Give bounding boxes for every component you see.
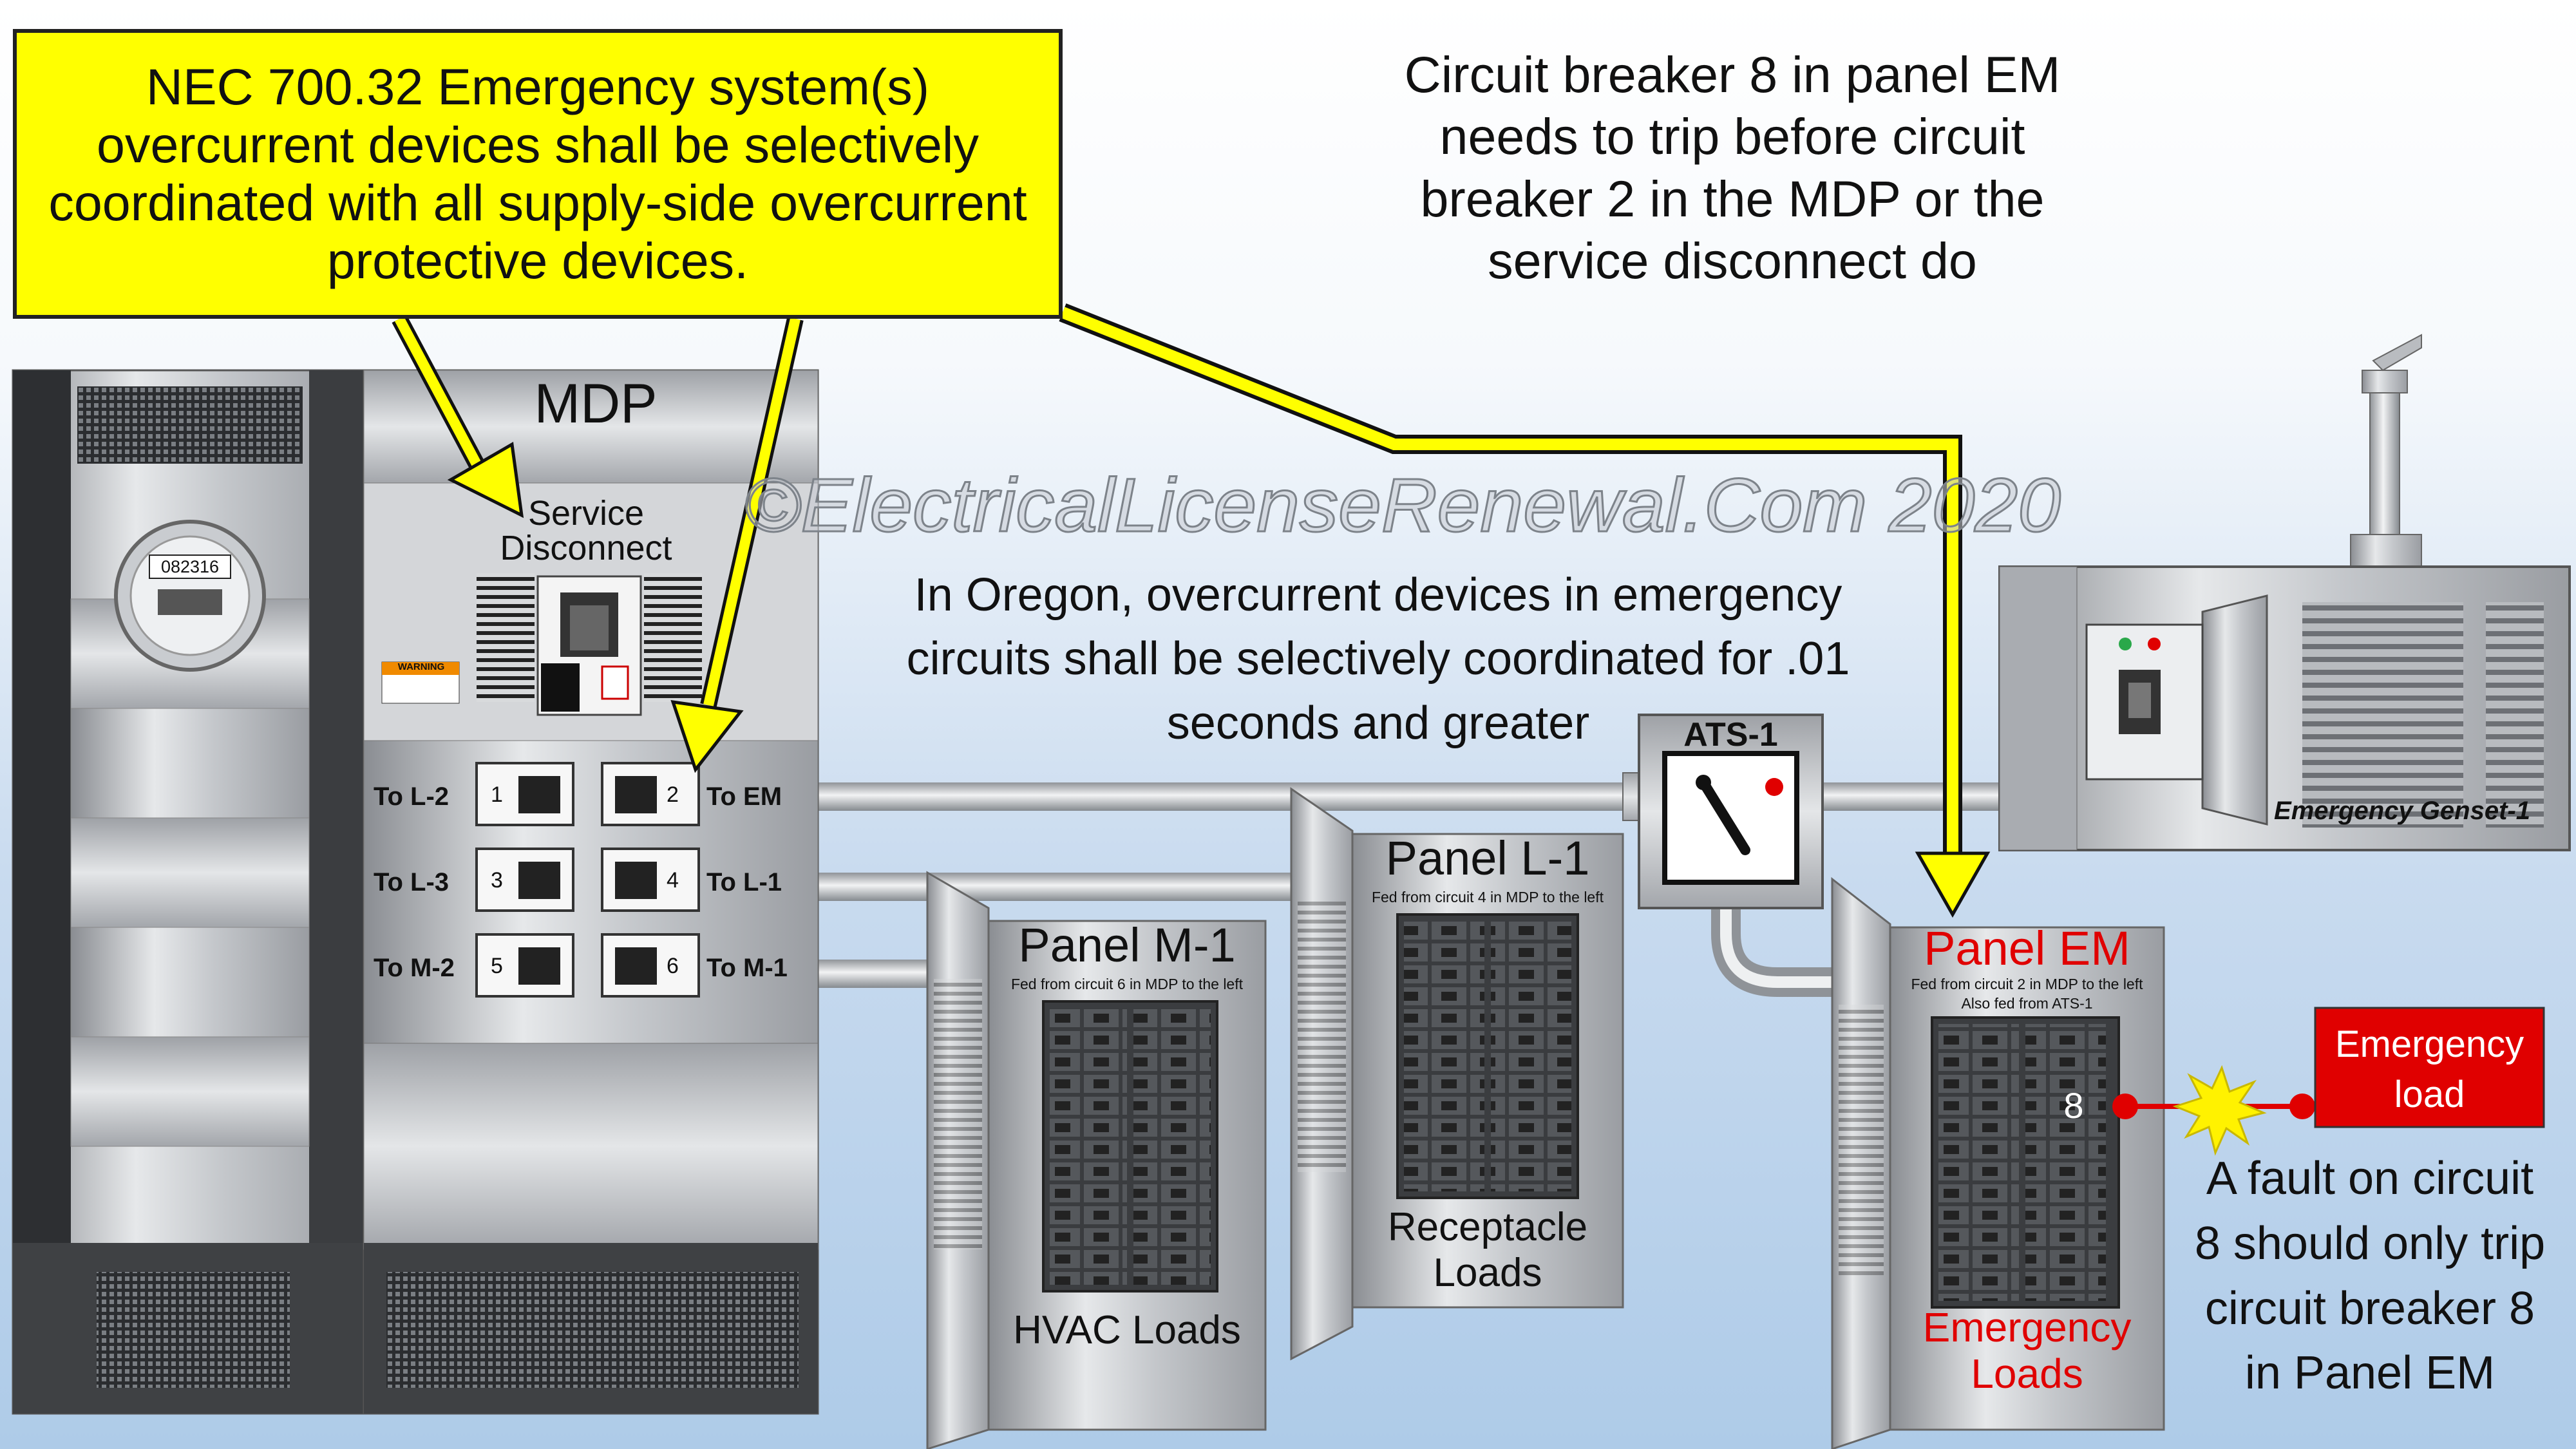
service-disconnect-line: Disconnect bbox=[500, 529, 672, 567]
note-fault-line: circuit breaker 8 bbox=[2204, 1282, 2535, 1334]
note-oregon-line: In Oregon, overcurrent devices in emerge… bbox=[914, 569, 1842, 621]
panel-em-subtitle-2: Also fed from ATS-1 bbox=[1961, 995, 2093, 1012]
breaker-label: To M-1 bbox=[706, 954, 788, 982]
breaker-number: 5 bbox=[491, 954, 503, 978]
emergency-load-line: Emergency bbox=[2334, 1023, 2524, 1065]
note-top-line: needs to trip before circuit bbox=[1439, 108, 2025, 166]
emergency-load-box bbox=[2314, 1007, 2545, 1128]
panel-em-loads-line: Emergency bbox=[1922, 1304, 2132, 1350]
note-top-line: Circuit breaker 8 in panel EM bbox=[1404, 46, 2061, 103]
genset-graphic bbox=[1998, 334, 2571, 851]
fault-spark-icon bbox=[2172, 1065, 2267, 1156]
breaker-number: 1 bbox=[491, 782, 503, 807]
panel-em-loads-line: Loads bbox=[1971, 1350, 2083, 1397]
fault-circuit bbox=[2112, 1065, 2315, 1156]
panel-m1-graphic bbox=[926, 871, 1267, 1449]
arrows bbox=[392, 303, 1991, 918]
note-top-line: breaker 2 in the MDP or the bbox=[1420, 169, 2045, 227]
panel-m1-loads: HVAC Loads bbox=[989, 1307, 1265, 1353]
meter-cabinet bbox=[12, 369, 365, 1415]
breaker-label: To EM bbox=[706, 782, 782, 811]
panel-em-circuit-number: 8 bbox=[2063, 1085, 2084, 1126]
meter-readout-box bbox=[149, 554, 231, 579]
note-oregon: In Oregon, overcurrent devices in emerge… bbox=[831, 564, 1926, 755]
emergency-load-line: load bbox=[2394, 1074, 2465, 1116]
panel-l1-loads: Receptacle Loads bbox=[1352, 1204, 1623, 1296]
panel-l1-title: Panel L-1 bbox=[1385, 831, 1590, 885]
breaker-number: 3 bbox=[491, 868, 503, 893]
note-fault-line: in Panel EM bbox=[2244, 1347, 2496, 1399]
panel-l1-graphic bbox=[1290, 787, 1624, 1361]
breaker-label: To M-2 bbox=[374, 954, 455, 982]
breaker-label: To L-1 bbox=[706, 868, 782, 896]
meter-number: 082316 bbox=[160, 557, 220, 576]
nec-callout-text: NEC 700.32 Emergency system(s) overcurre… bbox=[48, 57, 1027, 290]
panel-em-loads: Emergency Loads bbox=[1890, 1304, 2164, 1397]
breaker-label: To L-2 bbox=[374, 782, 450, 811]
note-top: Circuit breaker 8 in panel EM needs to t… bbox=[1288, 44, 2177, 292]
note-oregon-line: circuits shall be selectively coordinate… bbox=[906, 633, 1850, 685]
note-oregon-line: seconds and greater bbox=[1166, 697, 1590, 749]
note-fault-line: 8 should only trip bbox=[2194, 1217, 2546, 1269]
note-fault-line: A fault on circuit bbox=[2206, 1153, 2534, 1204]
service-disconnect-line: Service bbox=[527, 494, 645, 533]
panel-l1-loads-line: Loads bbox=[1433, 1251, 1542, 1296]
emergency-load-text: Emergency load bbox=[2315, 1019, 2544, 1121]
panel-em-subtitle: Fed from circuit 2 in MDP to the left bbox=[1911, 976, 2143, 992]
ats-graphic bbox=[1638, 714, 1824, 909]
watermark: ©ElectricalLicenseRenewal.Com 2020 bbox=[744, 463, 2061, 548]
breaker-number: 2 bbox=[667, 782, 679, 807]
panel-l1-subtitle: Fed from circuit 4 in MDP to the left bbox=[1371, 889, 1604, 905]
panel-m1-subtitle: Fed from circuit 6 in MDP to the left bbox=[1010, 976, 1244, 992]
panel-m1-title: Panel M-1 bbox=[1018, 918, 1236, 972]
service-disconnect-label: Service Disconnect bbox=[451, 496, 721, 565]
breaker-number: 6 bbox=[667, 954, 679, 978]
arrow-to-panel-em-breaker bbox=[1059, 303, 1991, 918]
panel-em-title: Panel EM bbox=[1924, 922, 2130, 975]
mdp-title: MDP bbox=[534, 373, 658, 435]
genset-label: Emergency Genset-1 bbox=[2274, 797, 2530, 825]
note-top-line: service disconnect do bbox=[1488, 232, 1977, 290]
breaker-number: 4 bbox=[667, 868, 679, 893]
ats-label: ATS-1 bbox=[1683, 716, 1778, 753]
breaker-label: To L-3 bbox=[374, 868, 450, 896]
panel-l1-loads-line: Receptacle bbox=[1387, 1205, 1588, 1249]
note-fault: A fault on circuit 8 should only trip ci… bbox=[2164, 1146, 2576, 1406]
panel-em-graphic bbox=[1831, 876, 2165, 1449]
mdp-breakers bbox=[475, 762, 700, 998]
panel-m1-loads-line: HVAC Loads bbox=[1013, 1308, 1241, 1352]
warning-label: WARNING bbox=[397, 661, 445, 672]
arrow-to-service-disconnect bbox=[392, 314, 524, 518]
nec-callout-box: NEC 700.32 Emergency system(s) overcurre… bbox=[13, 29, 1063, 319]
arrow-to-breaker-2 bbox=[670, 317, 804, 773]
